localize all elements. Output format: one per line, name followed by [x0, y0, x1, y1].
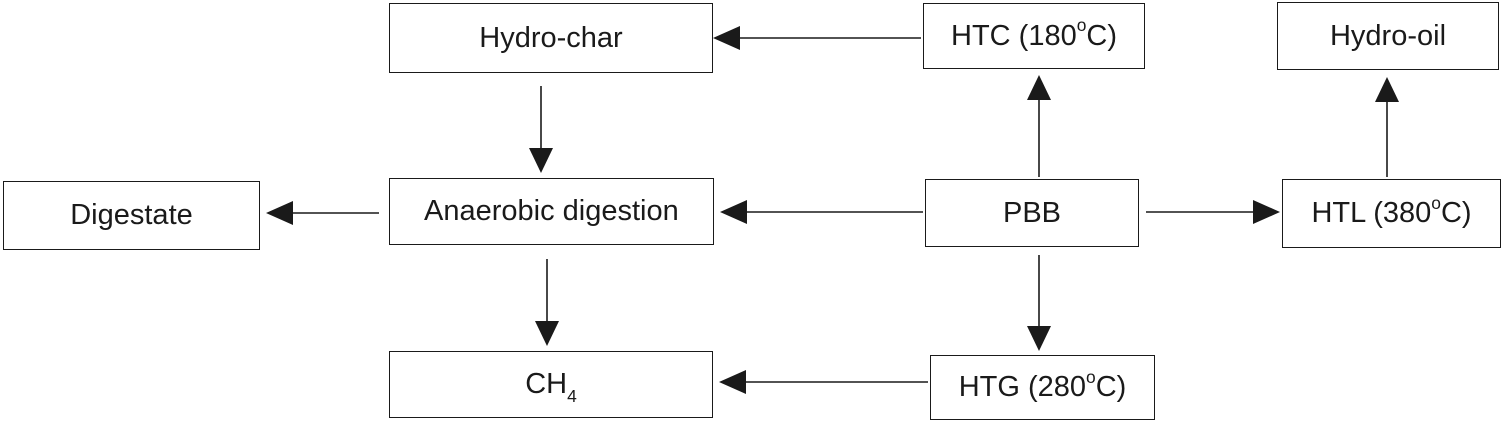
node-htc-label: HTC (180oC) — [951, 17, 1117, 53]
node-htc-label-suffix: C) — [1086, 19, 1117, 52]
node-ch4-label-main: CH — [525, 368, 568, 400]
node-ch4: CH4 — [389, 351, 713, 418]
node-htl-label-suffix: C) — [1440, 197, 1472, 229]
node-pbb-label: PBB — [1002, 196, 1062, 229]
node-anaerobic-digestion-label: Anaerobic digestion — [424, 195, 679, 227]
arrow-pbb-to-htl — [1146, 200, 1280, 224]
arrow-pbb-to-htc — [1027, 75, 1051, 177]
node-ch4-label: CH4 — [525, 368, 577, 405]
node-digestate: Digestate — [3, 181, 260, 250]
node-hydro-oil: Hydro-oil — [1277, 2, 1499, 70]
node-anaerobic-digestion: Anaerobic digestion — [389, 178, 714, 245]
arrow-htl-to-hydro-oil — [1375, 77, 1399, 177]
node-htc-degree: o — [1076, 15, 1087, 36]
node-htg: HTG (280oC) — [930, 355, 1155, 420]
node-htc: HTC (180oC) — [923, 3, 1145, 69]
node-htl: HTL (380oC) — [1282, 179, 1501, 248]
node-htg-label: HTG (280oC) — [958, 368, 1127, 404]
node-digestate-label: Digestate — [70, 199, 193, 231]
node-pbb: PBB — [925, 179, 1139, 247]
node-htg-label-prefix: HTG (280 — [958, 371, 1087, 403]
node-htg-degree: o — [1086, 366, 1096, 387]
node-hydro-char: Hydro-char — [389, 3, 713, 73]
arrow-htg-to-ch4 — [719, 370, 928, 394]
node-htc-label-prefix: HTC (180 — [951, 19, 1077, 52]
arrow-hydro-char-to-anaerobic-digestion — [529, 86, 553, 173]
node-htl-label: HTL (380oC) — [1311, 194, 1472, 230]
arrow-pbb-to-htg — [1027, 255, 1051, 351]
node-ch4-subscript: 4 — [567, 386, 577, 407]
node-hydro-oil-label: Hydro-oil — [1329, 19, 1447, 52]
node-htl-label-prefix: HTL (380 — [1311, 197, 1432, 229]
arrow-anaerobic-digestion-to-ch4 — [535, 259, 559, 346]
node-htl-degree: o — [1431, 192, 1441, 213]
node-hydro-char-label: Hydro-char — [479, 21, 623, 54]
node-htg-label-suffix: C) — [1095, 371, 1127, 403]
arrow-anaerobic-digestion-to-digestate — [266, 201, 379, 225]
arrow-htc-to-hydro-char — [713, 26, 921, 50]
arrow-pbb-to-anaerobic-digestion — [720, 200, 923, 224]
